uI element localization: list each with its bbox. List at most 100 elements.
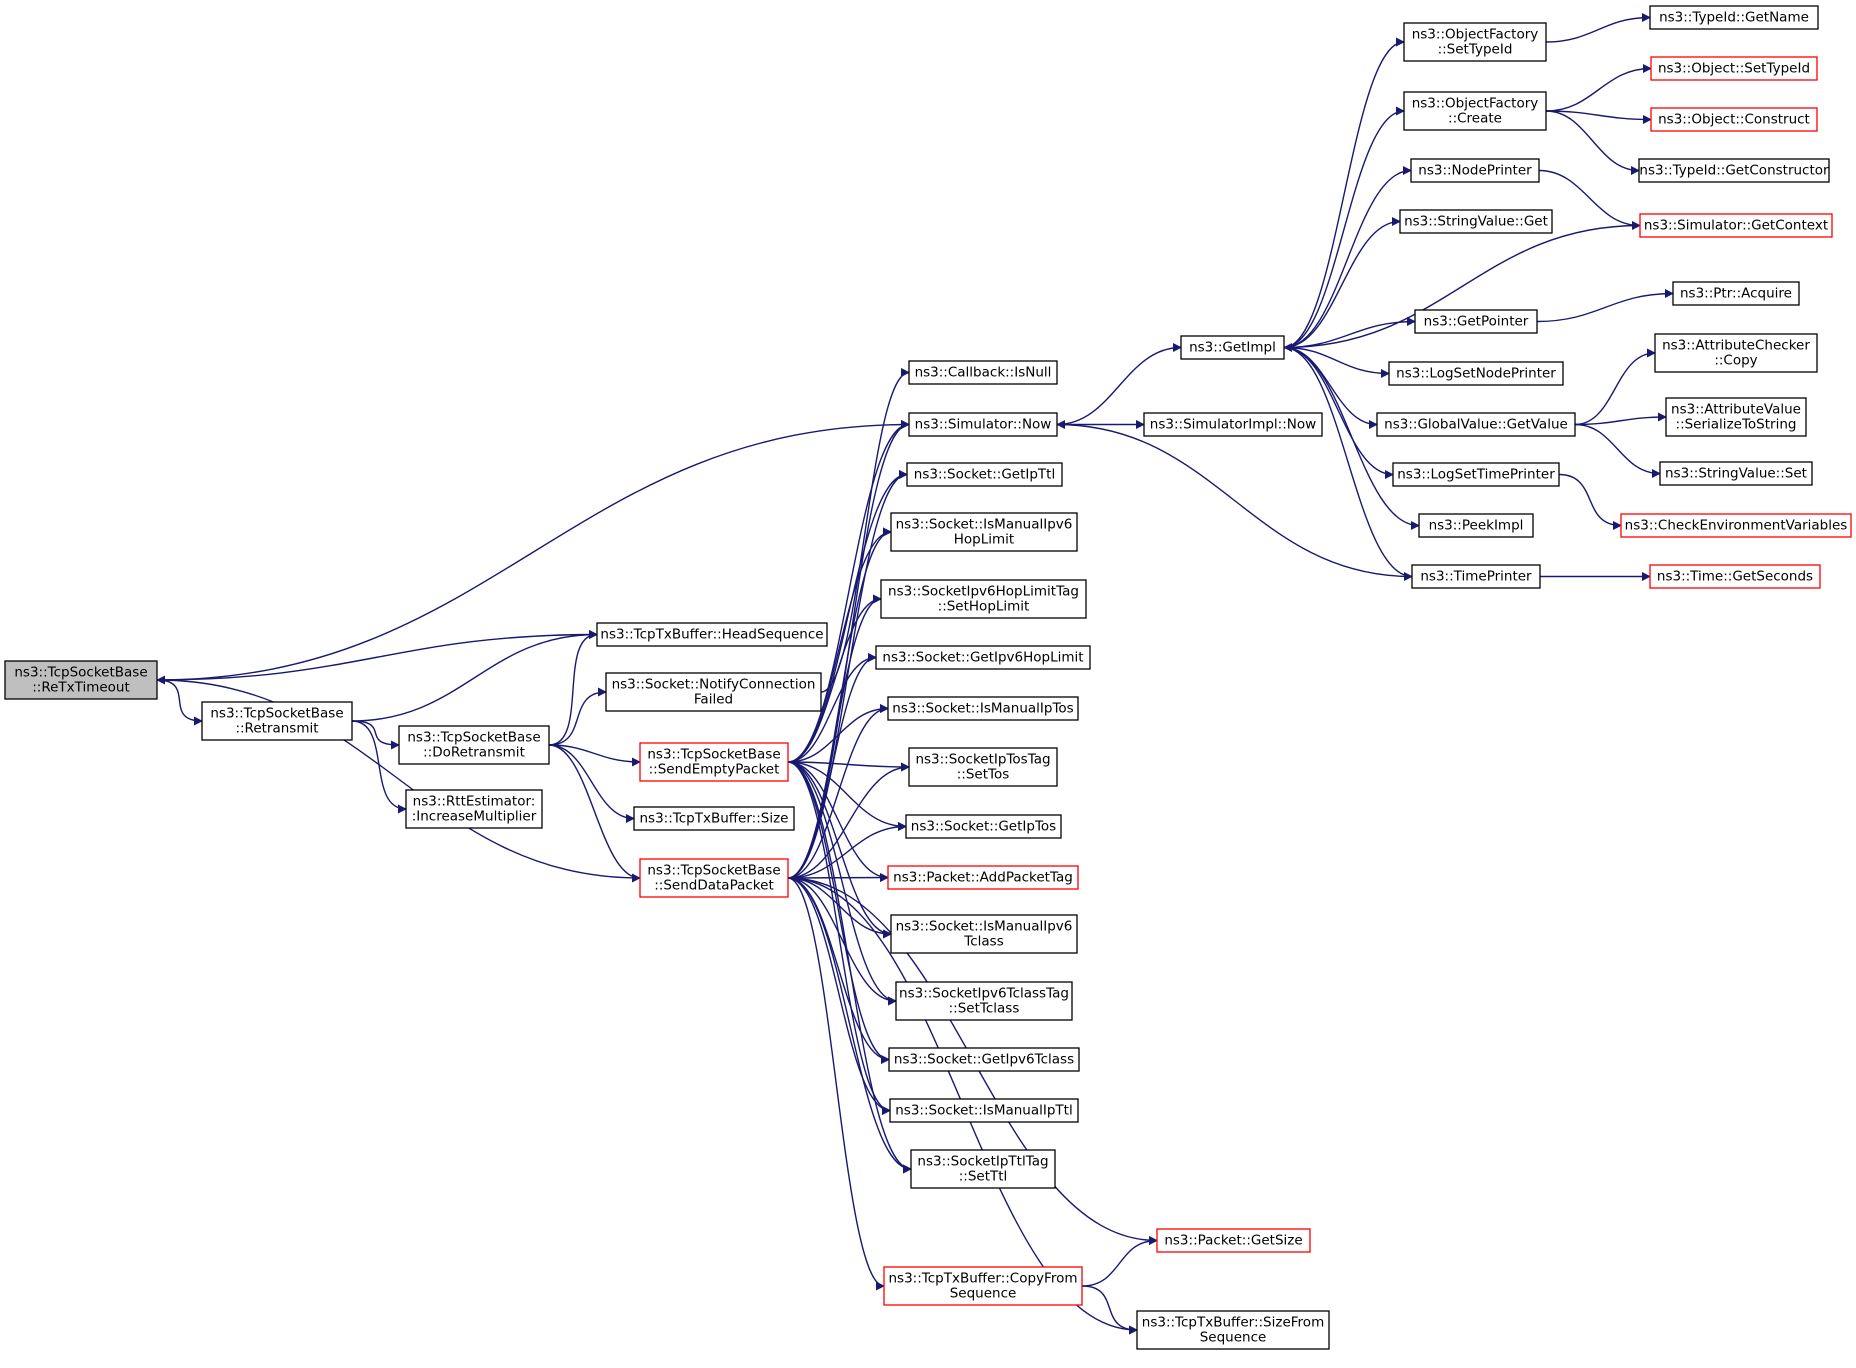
node-setttl[interactable]: ns3::SocketIpTtlTag::SetTtl xyxy=(910,1149,1056,1189)
node-simgetctx[interactable]: ns3::Simulator::GetContext xyxy=(1639,213,1833,238)
node-box xyxy=(905,814,1062,839)
edge-doretransmit-to-headseq xyxy=(548,630,598,746)
node-create[interactable]: ns3::ObjectFactory::Create xyxy=(1403,91,1547,131)
node-label: ns3::ObjectFactory xyxy=(1412,27,1539,43)
node-getseconds[interactable]: ns3::Time::GetSeconds xyxy=(1649,564,1821,589)
node-sendempty[interactable]: ns3::TcpSocketBase::SendEmptyPacket xyxy=(639,742,789,782)
edge-getimpl-to-peekimpl xyxy=(1283,346,1420,530)
node-isnull[interactable]: ns3::Callback::IsNull xyxy=(908,360,1058,385)
node-simnow[interactable]: ns3::Simulator::Now xyxy=(908,412,1058,437)
edge-simgetctx-to-getimpl xyxy=(1283,224,1641,352)
node-addtag[interactable]: ns3::Packet::AddPacketTag xyxy=(887,865,1079,890)
node-label: ::SetTypeId xyxy=(1438,42,1513,58)
node-label: ns3::AttributeChecker xyxy=(1662,338,1810,354)
node-rttinc[interactable]: ns3::RttEstimator::IncreaseMultiplier xyxy=(405,789,543,829)
node-label: ns3::Socket::IsManualIpTtl xyxy=(895,1103,1072,1119)
node-getpointer[interactable]: ns3::GetPointer xyxy=(1414,309,1538,334)
node-ismanipttl[interactable]: ns3::Socket::IsManualIpTtl xyxy=(889,1098,1079,1123)
node-headseq[interactable]: ns3::TcpTxBuffer::HeadSequence xyxy=(596,622,828,647)
edge-setypeid-to-tidgetname xyxy=(1545,13,1651,43)
node-box xyxy=(910,1149,1056,1189)
node-label: ns3::GetPointer xyxy=(1424,314,1529,330)
node-retx[interactable]: ns3::TcpSocketBase::ReTxTimeout xyxy=(4,660,158,700)
edge-timeprinter-to-simnow xyxy=(1056,420,1413,578)
node-strset[interactable]: ns3::StringValue::Set xyxy=(1659,461,1813,486)
node-strget[interactable]: ns3::StringValue::Get xyxy=(1399,209,1553,234)
edge-simnow-to-getimpl xyxy=(1056,343,1182,426)
function-nodes: ns3::TcpSocketBase::ReTxTimeoutns3::TcpS… xyxy=(4,5,1852,1350)
node-objsettid[interactable]: ns3::Object::SetTypeId xyxy=(1650,56,1818,81)
edge-sendempty-to-getiptos xyxy=(787,761,907,831)
node-logsetnode[interactable]: ns3::LogSetNodePrinter xyxy=(1388,361,1564,386)
edge-sendempty-to-gettclass xyxy=(787,761,890,1064)
edge-nodeprinter-to-simgetctx xyxy=(1538,169,1641,230)
node-box xyxy=(405,789,543,829)
node-label: ns3::SimulatorImpl::Now xyxy=(1150,417,1316,433)
node-objconstruct[interactable]: ns3::Object::Construct xyxy=(1650,107,1818,132)
node-gettclass[interactable]: ns3::Socket::GetIpv6Tclass xyxy=(888,1047,1080,1072)
node-box xyxy=(1388,361,1564,386)
node-getsize[interactable]: ns3::Packet::GetSize xyxy=(1156,1228,1311,1253)
edge-senddata-to-gethoplimit xyxy=(787,653,877,879)
node-box xyxy=(906,462,1063,487)
node-checkenv[interactable]: ns3::CheckEnvironmentVariables xyxy=(1620,513,1852,538)
node-getiptos[interactable]: ns3::Socket::GetIpTos xyxy=(905,814,1062,839)
node-label: ns3::SocketIpTosTag xyxy=(915,752,1050,768)
edge-getimpl-to-create xyxy=(1283,106,1405,349)
node-label: ::SetTtl xyxy=(959,1169,1008,1185)
node-acheck[interactable]: ns3::AttributeChecker::Copy xyxy=(1654,333,1818,373)
node-ismaniptos[interactable]: ns3::Socket::IsManualIpTos xyxy=(887,696,1079,721)
node-aserial[interactable]: ns3::AttributeValue::SerializeToString xyxy=(1665,397,1807,437)
node-sethoplimit[interactable]: ns3::SocketIpv6HopLimitTag::SetHopLimit xyxy=(880,579,1087,619)
node-label: ns3::TcpSocketBase xyxy=(647,863,780,879)
node-box xyxy=(398,725,550,765)
node-retransmit[interactable]: ns3::TcpSocketBase::Retransmit xyxy=(201,701,353,741)
node-tidgetctor[interactable]: ns3::TypeId::GetConstructor xyxy=(1638,158,1830,183)
edge-copyfrom-to-getsize xyxy=(1081,1236,1158,1287)
node-simimplnow[interactable]: ns3::SimulatorImpl::Now xyxy=(1143,412,1323,437)
node-label: ns3::TcpTxBuffer::HeadSequence xyxy=(600,627,823,643)
edge-senddata-to-retx xyxy=(156,675,641,879)
node-logsettime[interactable]: ns3::LogSetTimePrinter xyxy=(1392,462,1560,487)
node-ptracquire[interactable]: ns3::Ptr::Acquire xyxy=(1672,281,1800,306)
edge-senddata-to-ismantclass xyxy=(787,877,892,939)
edge-retx-to-headseq xyxy=(156,630,598,681)
node-settos[interactable]: ns3::SocketIpTosTag::SetTos xyxy=(908,747,1058,787)
node-gvget[interactable]: ns3::GlobalValue::GetValue xyxy=(1376,412,1576,437)
node-label: ns3::Simulator::Now xyxy=(915,417,1052,433)
node-timeprinter[interactable]: ns3::TimePrinter xyxy=(1411,564,1541,589)
node-box xyxy=(1136,1310,1330,1350)
edge-senddata-to-settclass xyxy=(787,877,897,1006)
edge-retransmit-to-headseq xyxy=(351,630,598,722)
node-label: ns3::Socket::NotifyConnection xyxy=(612,677,816,693)
node-gethoplimit[interactable]: ns3::Socket::GetIpv6HopLimit xyxy=(875,645,1091,670)
node-txsize[interactable]: ns3::TcpTxBuffer::Size xyxy=(633,806,795,831)
node-label: ns3::GlobalValue::GetValue xyxy=(1384,417,1568,433)
node-doretransmit[interactable]: ns3::TcpSocketBase::DoRetransmit xyxy=(398,725,550,765)
edge-create-to-objconstruct xyxy=(1545,110,1652,124)
node-getimpl[interactable]: ns3::GetImpl xyxy=(1180,335,1285,360)
node-box xyxy=(880,579,1087,619)
node-label: ns3::RttEstimator: xyxy=(413,794,536,810)
node-box xyxy=(908,360,1058,385)
node-settclass[interactable]: ns3::SocketIpv6TclassTag::SetTclass xyxy=(895,981,1073,1021)
node-getipttl[interactable]: ns3::Socket::GetIpTtl xyxy=(906,462,1063,487)
edge-create-to-tidgetctor xyxy=(1545,110,1640,175)
node-box xyxy=(1403,91,1547,131)
edge-gvget-to-acheck xyxy=(1574,348,1656,426)
node-peekimpl[interactable]: ns3::PeekImpl xyxy=(1418,513,1534,538)
node-box xyxy=(633,806,795,831)
node-box xyxy=(875,645,1091,670)
node-senddata[interactable]: ns3::TcpSocketBase::SendDataPacket xyxy=(639,858,789,898)
node-nodeprinter[interactable]: ns3::NodePrinter xyxy=(1410,158,1540,183)
node-tidgetname[interactable]: ns3::TypeId::GetName xyxy=(1649,5,1819,30)
node-setypeid[interactable]: ns3::ObjectFactory::SetTypeId xyxy=(1403,22,1547,62)
node-box xyxy=(1639,213,1833,238)
node-label: ::Copy xyxy=(1714,353,1757,369)
node-label: ns3::AttributeValue xyxy=(1671,402,1801,418)
